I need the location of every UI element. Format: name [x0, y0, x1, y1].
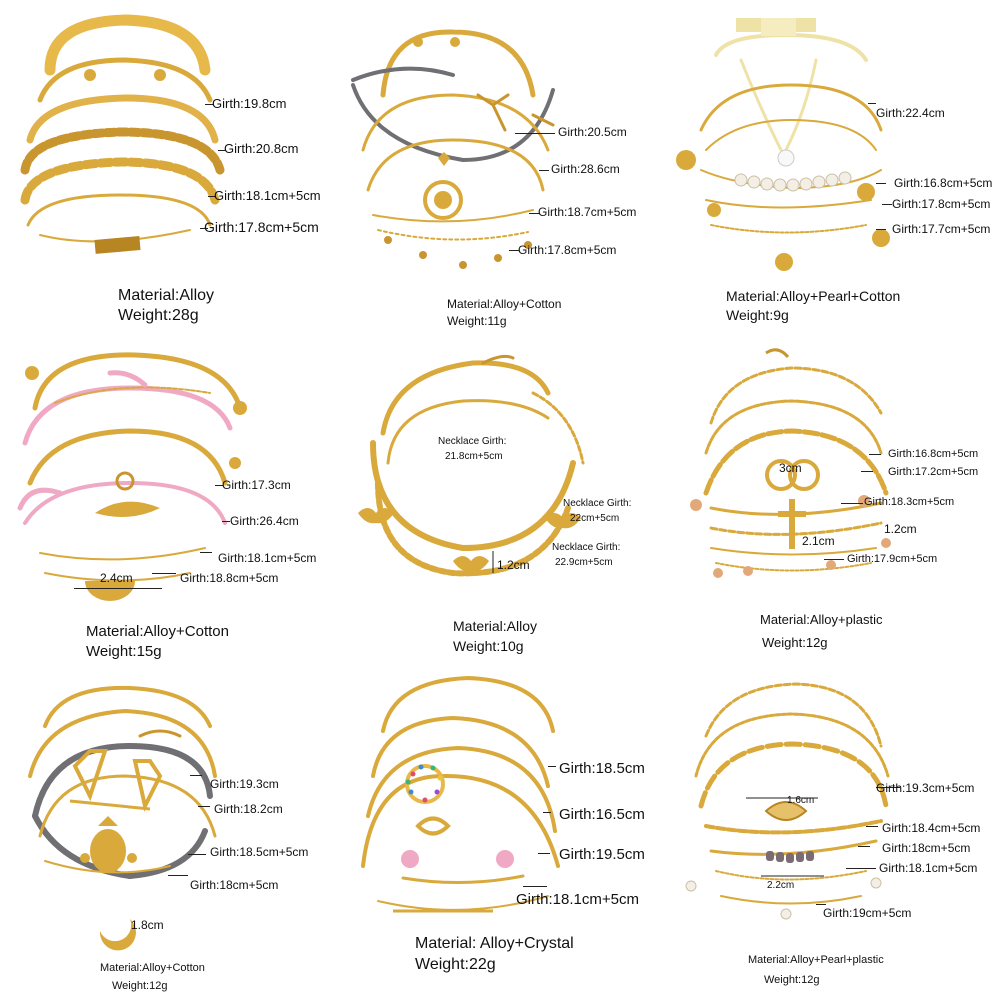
girth-label: Girth:26.4cm	[230, 514, 299, 528]
girth-label: Girth:18cm+5cm	[882, 841, 971, 855]
dimension-note: 3cm	[779, 461, 802, 475]
material-text: Material:Alloy+Pearl+plastic	[748, 954, 884, 966]
girth-label: Girth:17.9cm+5cm	[847, 553, 938, 565]
girth-label: Girth:18.1cm+5cm	[218, 551, 317, 565]
girth-label: Girth:17.2cm+5cm	[888, 466, 979, 478]
dimension-note: 1.8cm	[131, 918, 164, 932]
bracelet-set-photo	[676, 18, 890, 271]
girth-label: Girth:18.2cm	[214, 802, 283, 816]
product-panel-1: Girth:19.8cm Girth:20.8cm Girth:18.1cm+5…	[0, 0, 333, 333]
weight-text: Weight:10g	[453, 638, 524, 654]
girth-label: Girth:28.6cm	[551, 162, 620, 176]
weight-text: Weight:28g	[118, 307, 199, 324]
weight-text: Weight:9g	[726, 307, 789, 323]
product-panel-5: Necklace Girth: 21.8cm+5cm Necklace Girt…	[333, 333, 666, 666]
dimension-note: 1.2cm	[884, 522, 917, 536]
weight-text: Weight:15g	[86, 643, 162, 660]
product-panel-8: Girth:18.5cm Girth:16.5cm Girth:19.5cm G…	[333, 666, 666, 999]
dimension-note: 1.2cm	[497, 558, 530, 572]
girth-label: Girth:17.8cm+5cm	[892, 197, 991, 211]
product-panel-3: Girth:22.4cm Girth:16.8cm+5cm Girth:17.8…	[666, 0, 999, 333]
weight-text: Weight:12g	[764, 974, 820, 986]
bracelet-set-photo	[28, 685, 217, 951]
material-text: Material:Alloy+Pearl+Cotton	[726, 288, 901, 304]
bracelet-set-photo	[351, 29, 555, 269]
girth-label: Girth:18.1cm+5cm	[516, 891, 639, 908]
girth-label: Girth:17.3cm	[222, 478, 291, 492]
dimension-note: 2.2cm	[767, 880, 795, 891]
girth-label: Girth:19.3cm+5cm	[876, 781, 975, 795]
girth-label: Girth:18.1cm+5cm	[879, 861, 978, 875]
girth-label: Girth:18cm+5cm	[190, 878, 279, 892]
material-text: Material: Alloy+Crystal	[415, 935, 574, 952]
material-text: Material:Alloy+Cotton	[447, 297, 562, 311]
necklace-girth-value: 22cm+5cm	[570, 513, 620, 524]
necklace-girth-value: 22.9cm+5cm	[555, 557, 613, 568]
dimension-note: 2.1cm	[802, 534, 835, 548]
girth-label: Girth:19.8cm	[212, 96, 287, 111]
material-text: Material:Alloy+plastic	[760, 612, 883, 627]
material-text: Material:Alloy	[453, 618, 538, 634]
girth-label: Girth:16.8cm+5cm	[894, 176, 993, 190]
girth-label: Girth:20.5cm	[558, 125, 627, 139]
weight-text: Weight:22g	[415, 956, 496, 973]
bracelet-set-photo	[20, 14, 225, 254]
girth-label: Girth:16.8cm+5cm	[888, 448, 979, 460]
girth-label: Girth:20.8cm	[224, 141, 299, 156]
girth-label: Girth:19.3cm	[210, 777, 279, 791]
bracelet-set-photo	[358, 354, 585, 577]
bracelet-set-photo	[685, 682, 890, 920]
bracelet-set-photo	[361, 675, 560, 913]
weight-text: Weight:11g	[447, 314, 507, 328]
girth-label: Girth:18.7cm+5cm	[538, 205, 637, 219]
weight-text: Weight:12g	[762, 635, 828, 650]
girth-label: Girth:19cm+5cm	[823, 906, 912, 920]
material-text: Material:Alloy+Cotton	[86, 623, 229, 640]
girth-label: Girth:18.8cm+5cm	[180, 571, 279, 585]
material-text: Material:Alloy+Cotton	[100, 962, 205, 974]
weight-text: Weight:12g	[112, 980, 168, 992]
product-panel-2: Girth:20.5cm Girth:28.6cm Girth:18.7cm+5…	[333, 0, 666, 333]
necklace-girth-label: Necklace Girth:	[438, 436, 507, 447]
girth-label: Girth:17.7cm+5cm	[892, 222, 991, 236]
girth-label: Girth:17.8cm+5cm	[518, 243, 617, 257]
girth-label: Girth:18.5cm	[559, 760, 645, 777]
girth-label: Girth:22.4cm	[876, 106, 945, 120]
necklace-girth-value: 21.8cm+5cm	[445, 451, 503, 462]
necklace-girth-label: Necklace Girth:	[563, 498, 632, 509]
product-panel-7: Girth:19.3cm Girth:18.2cm Girth:18.5cm+5…	[0, 666, 333, 999]
dimension-note: 2.4cm	[100, 571, 133, 585]
girth-label: Girth:19.5cm	[559, 846, 645, 863]
girth-label: Girth:17.8cm+5cm	[204, 219, 319, 235]
material-text: Material:Alloy	[118, 287, 215, 304]
product-panel-6: Girth:16.8cm+5cm Girth:17.2cm+5cm Girth:…	[666, 333, 999, 666]
dimension-note: 1.6cm	[787, 795, 815, 806]
necklace-girth-label: Necklace Girth:	[552, 542, 621, 553]
bracelet-set-photo	[690, 348, 891, 578]
girth-label: Girth:18.1cm+5cm	[214, 188, 321, 203]
product-panel-9: Girth:19.3cm+5cm Girth:18.4cm+5cm Girth:…	[666, 666, 999, 999]
bracelet-set-photo	[17, 352, 247, 601]
product-panel-4: Girth:17.3cm Girth:26.4cm Girth:18.1cm+5…	[0, 333, 333, 666]
girth-label: Girth:18.3cm+5cm	[864, 496, 955, 508]
girth-label: Girth:16.5cm	[559, 806, 645, 823]
girth-label: Girth:18.4cm+5cm	[882, 821, 981, 835]
girth-label: Girth:18.5cm+5cm	[210, 845, 309, 859]
